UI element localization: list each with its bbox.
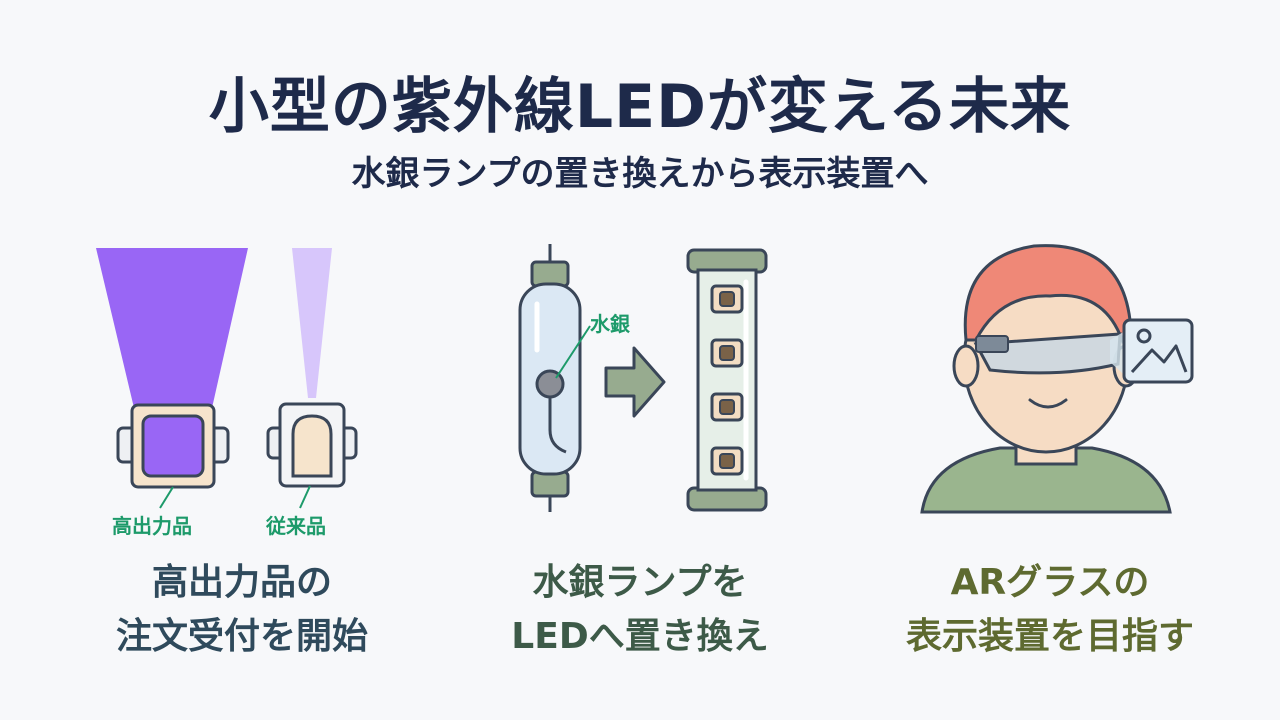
caption-line: 高出力品の — [151, 562, 332, 603]
label-high-output: 高出力品 — [112, 514, 192, 538]
led-bar-icon — [686, 248, 768, 512]
label-mercury: 水銀 — [590, 312, 630, 336]
caption-line: LEDへ置き換え — [511, 616, 769, 657]
page-title: 小型の紫外線LEDが変える未来 — [208, 72, 1072, 142]
caption-line: ARグラスの — [950, 562, 1150, 603]
caption-line: 注文受付を開始 — [115, 616, 368, 657]
person-with-ar-glasses-icon — [920, 244, 1194, 514]
arrow-right-icon — [604, 346, 666, 418]
caption-lamp-replacement: 水銀ランプを LEDへ置き換え — [460, 556, 820, 664]
conventional-led-icon — [266, 248, 358, 509]
caption-line: 水銀ランプを — [532, 562, 748, 603]
caption-high-output-orders: 高出力品の 注文受付を開始 — [62, 556, 422, 664]
mercury-lamp-icon — [518, 244, 591, 512]
label-conventional: 従来品 — [266, 514, 326, 538]
page-subtitle: 水銀ランプの置き換えから表示装置へ — [351, 154, 929, 194]
high-output-led-icon — [96, 248, 248, 509]
caption-line: 表示装置を目指す — [905, 616, 1194, 657]
caption-ar-display: ARグラスの 表示装置を目指す — [870, 556, 1230, 664]
